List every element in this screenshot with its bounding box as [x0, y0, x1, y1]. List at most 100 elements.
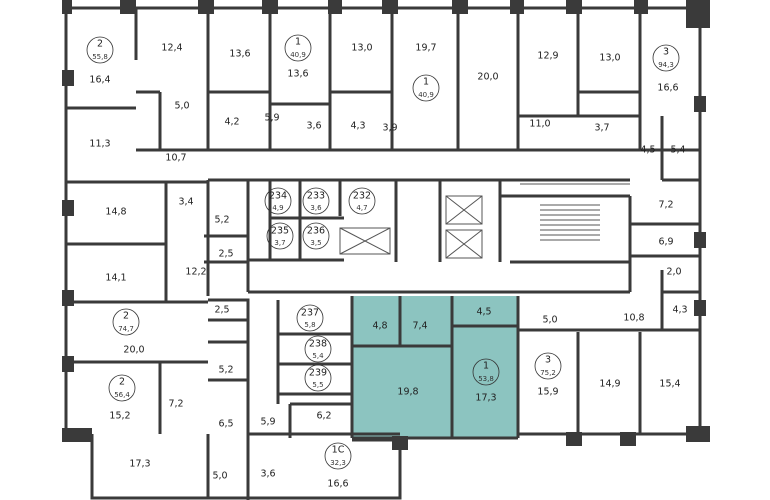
room-area-label: 14,9 — [599, 379, 620, 390]
storage-area: 5,5 — [312, 381, 323, 389]
apartment-area: 40,9 — [418, 91, 434, 99]
apartment-number: 1С — [332, 445, 345, 456]
room-area-label: 15,2 — [109, 411, 130, 422]
storage-number: 234 — [269, 191, 287, 202]
room-area-label: 20,0 — [477, 72, 498, 83]
room-area-label: 2,0 — [666, 267, 681, 278]
storage-number: 239 — [309, 368, 327, 379]
apartment-badge[interactable]: 140,9 — [412, 74, 440, 102]
room-area-label: 3,6 — [260, 469, 275, 480]
storage-number: 232 — [353, 191, 371, 202]
room-area-label: 4,5 — [640, 145, 655, 156]
apartment-area: 53,8 — [478, 375, 494, 383]
apartment-area: 55,8 — [92, 53, 108, 61]
room-area-label: 13,6 — [229, 49, 250, 60]
room-area-label: 16,6 — [657, 83, 678, 94]
room-area-label: 2,5 — [218, 249, 233, 260]
storage-area: 5,4 — [312, 352, 324, 360]
apartment-area: 75,2 — [540, 369, 556, 377]
storage-area: 3,5 — [310, 239, 321, 247]
apartment-number: 2 — [97, 39, 103, 50]
apartment-number: 2 — [123, 311, 129, 322]
apartment-number: 3 — [663, 47, 669, 58]
room-area-label: 19,7 — [415, 43, 436, 54]
apartment-number: 1 — [423, 77, 429, 88]
room-area-label: 5,9 — [264, 113, 279, 124]
storage-area: 4,9 — [272, 204, 283, 212]
apartment-badge[interactable]: 375,2 — [534, 352, 562, 380]
room-area-label: 7,4 — [412, 321, 427, 332]
walls — [64, 6, 702, 500]
apartment-badge[interactable]: 394,3 — [652, 44, 680, 72]
room-area-label: 19,8 — [397, 387, 418, 398]
apartment-number: 2 — [119, 377, 125, 388]
room-area-label: 4,3 — [672, 305, 687, 316]
apartment-badge[interactable]: 256,4 — [108, 374, 136, 402]
apartment-area: 40,9 — [290, 51, 306, 59]
room-area-label: 5,0 — [542, 315, 557, 326]
apartment-badge[interactable]: 274,7 — [112, 308, 140, 336]
room-area-label: 13,0 — [351, 43, 372, 54]
room-area-label: 3,6 — [306, 121, 321, 132]
room-area-label: 10,8 — [623, 313, 644, 324]
storage-number: 235 — [271, 226, 289, 237]
room-area-label: 16,6 — [327, 479, 348, 490]
apartment-badge[interactable]: 255,8 — [86, 36, 114, 64]
room-area-label: 3,9 — [382, 123, 397, 134]
elevator-shaft — [339, 195, 483, 259]
apartment-number: 1 — [295, 37, 301, 48]
apartment-badge[interactable]: 140,9 — [284, 34, 312, 62]
room-area-label: 6,2 — [316, 411, 331, 422]
room-area-label: 11,3 — [89, 139, 110, 150]
apartment-area: 32,3 — [330, 459, 346, 467]
room-area-label: 5,4 — [670, 145, 685, 156]
room-area-label: 15,4 — [659, 379, 680, 390]
room-area-label: 13,6 — [287, 69, 308, 80]
room-area-label: 20,0 — [123, 345, 144, 356]
room-area-label: 14,8 — [105, 207, 126, 218]
room-area-label: 10,7 — [165, 153, 186, 164]
room-area-label: 5,0 — [212, 471, 227, 482]
room-area-label: 3,7 — [594, 123, 609, 134]
storage-number: 236 — [307, 226, 325, 237]
room-area-label: 5,2 — [214, 215, 229, 226]
room-area-label: 12,2 — [185, 267, 206, 278]
room-area-label: 11,0 — [529, 119, 550, 130]
room-area-label: 4,8 — [372, 321, 387, 332]
storage-number: 233 — [307, 191, 325, 202]
storage-area: 3,6 — [310, 204, 322, 212]
apartment-area: 56,4 — [114, 391, 130, 399]
room-area-label: 17,3 — [475, 393, 496, 404]
room-area-label: 12,4 — [161, 43, 182, 54]
apartment-badge[interactable]: 1С 32,3 — [324, 442, 352, 470]
highlighted-apartment[interactable] — [352, 296, 518, 438]
room-area-label: 15,9 — [537, 387, 558, 398]
storage-number: 238 — [309, 339, 327, 350]
room-area-label: 7,2 — [658, 200, 673, 211]
room-area-label: 4,5 — [476, 307, 491, 318]
storage-area: 5,8 — [304, 321, 315, 329]
room-area-label: 14,1 — [105, 273, 126, 284]
storage-area: 3,7 — [274, 239, 285, 247]
room-area-label: 2,5 — [214, 305, 229, 316]
room-area-label: 4,3 — [350, 121, 365, 132]
storage-number: 237 — [301, 308, 319, 319]
room-area-label: 13,0 — [599, 53, 620, 64]
room-area-label: 3,4 — [178, 197, 193, 208]
room-area-label: 4,2 — [224, 117, 239, 128]
apartment-area: 94,3 — [658, 61, 674, 69]
room-area-label: 17,3 — [129, 459, 150, 470]
apartment-number: 3 — [545, 355, 551, 366]
room-area-label: 5,2 — [218, 365, 233, 376]
highlighted-apartment-badge[interactable]: 153,8 — [472, 358, 500, 386]
room-area-label: 16,4 — [89, 75, 110, 86]
